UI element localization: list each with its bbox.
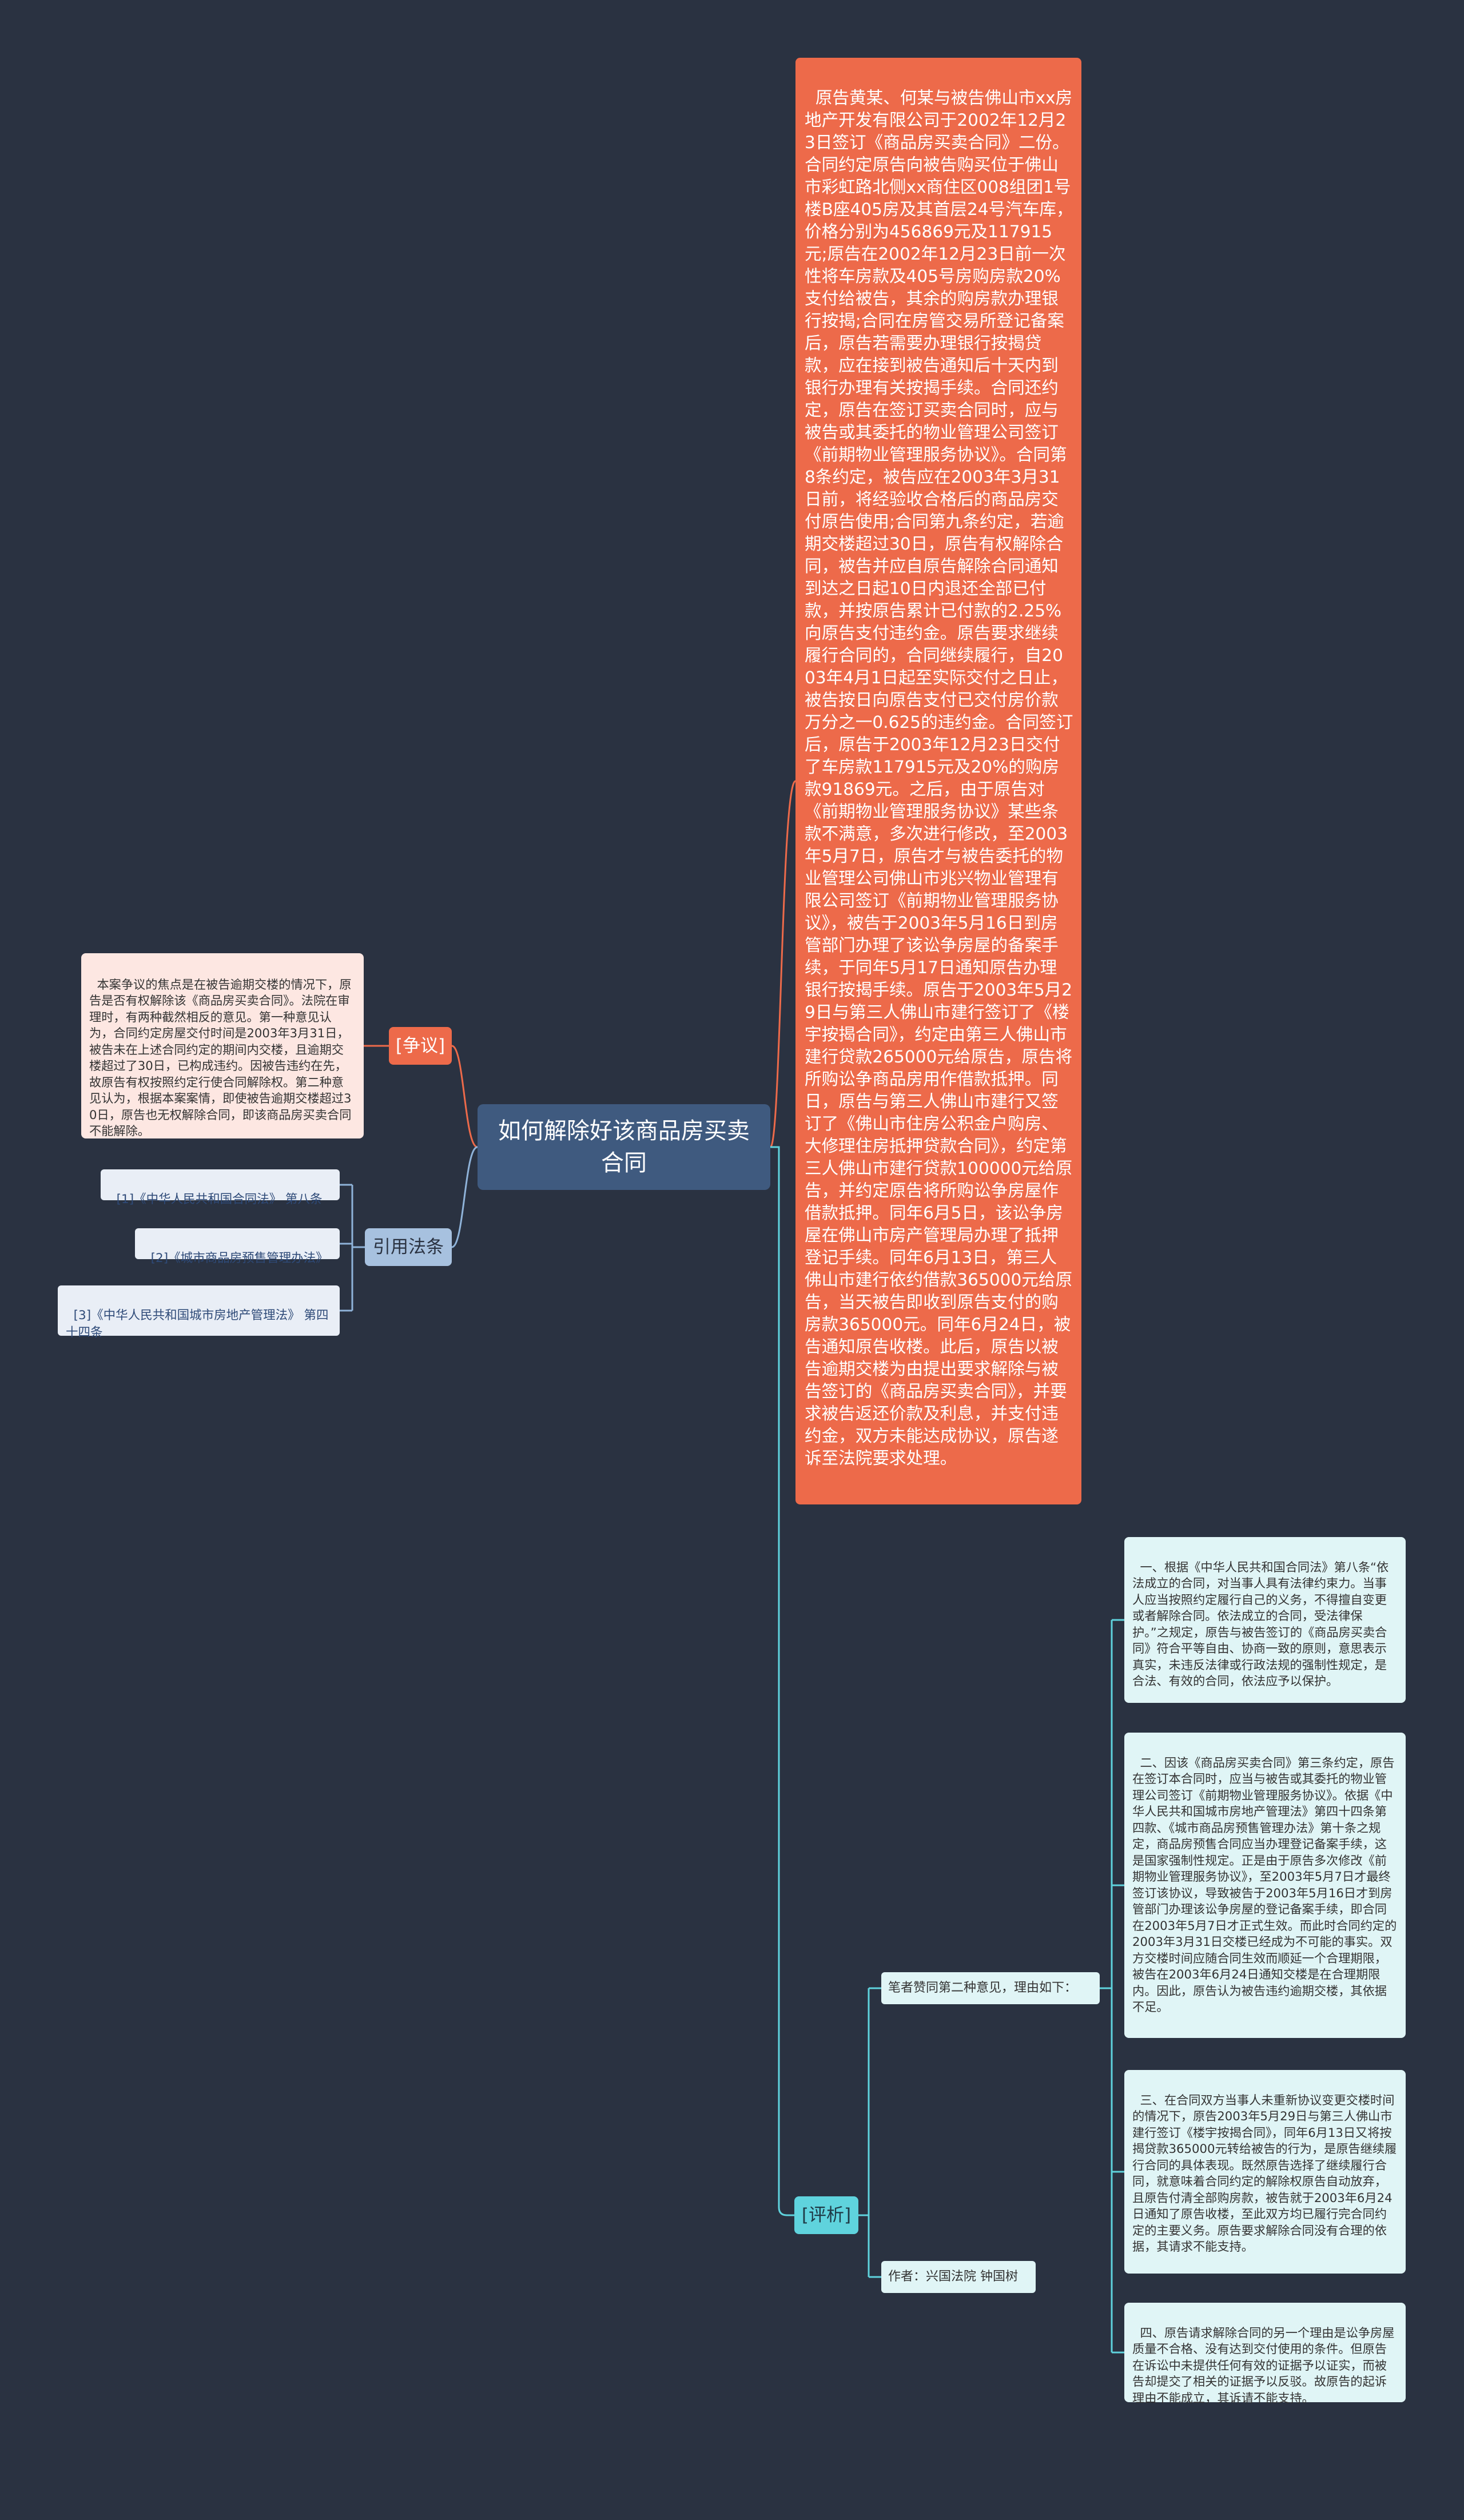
author-node[interactable]: 作者：兴国法院 钟国树 — [881, 2261, 1036, 2293]
author-text: 作者：兴国法院 钟国树 — [888, 2270, 1018, 2284]
analysis-branch-label[interactable]: [评析] — [794, 2196, 858, 2234]
analysis-label-text: [评析] — [801, 2205, 852, 2226]
reason-node-4[interactable]: 四、原告请求解除合同的另一个理由是讼争房屋质量不合格、没有达到交付使用的条件。但… — [1124, 2303, 1406, 2405]
reason-node-2[interactable]: 二、因该《商品房买卖合同》第三条约定，原告在签订本合同时，应当与被告或其委托的物… — [1124, 1733, 1406, 2038]
law-item-text: [3]《中华人民共和国城市房地产管理法》 第四十四条 — [66, 1308, 329, 1340]
connector-root-to-analysis — [770, 1146, 794, 2216]
analysis-intro-node[interactable]: 笔者赞同第二种意见，理由如下： — [881, 1972, 1100, 2004]
central-topic-node[interactable]: 如何解除好该商品房买卖合同 — [478, 1104, 770, 1190]
reason-node-3[interactable]: 三、在合同双方当事人未重新协议变更交楼时间的情况下，原告2003年5月29日与第… — [1124, 2070, 1406, 2274]
cited-laws-branch-label[interactable]: 引用法条 — [365, 1228, 452, 1266]
connector-intro-to-reasons — [1100, 1619, 1124, 2354]
connector-root-to-dispute — [451, 1045, 478, 1148]
reason-text: 三、在合同双方当事人未重新协议变更交楼时间的情况下，原告2003年5月29日与第… — [1132, 2092, 1397, 2254]
law-item[interactable]: [1]《中华人民共和国合同法》 第八条 — [101, 1169, 340, 1207]
law-item-text: [1]《中华人民共和国合同法》 第八条 — [116, 1192, 323, 1207]
connector-laws-to-items — [340, 1184, 365, 1312]
law-item-text: [2]《城市商品房预售管理办法》 — [150, 1251, 328, 1265]
connector-root-to-facts — [769, 780, 797, 1148]
case-facts-text: 原告黄某、何某与被告佛山市xx房地产开发有限公司于2002年12月23日签订《商… — [805, 88, 1073, 1468]
analysis-intro-text: 笔者赞同第二种意见，理由如下： — [888, 1981, 1077, 1995]
connector-root-to-laws — [451, 1146, 478, 1248]
central-topic-text: 如何解除好该商品房买卖合同 — [498, 1118, 750, 1176]
dispute-branch-label[interactable]: [争议] — [389, 1027, 452, 1065]
law-item[interactable]: [3]《中华人民共和国城市房地产管理法》 第四十四条 — [58, 1285, 340, 1340]
cited-laws-label-text: 引用法条 — [373, 1237, 444, 1257]
law-item[interactable]: [2]《城市商品房预售管理办法》 — [135, 1228, 340, 1265]
dispute-detail-node[interactable]: 本案争议的焦点是在被告逾期交楼的情况下，原告是否有权解除该《商品房买卖合同》。法… — [81, 953, 364, 1138]
reason-text: 一、根据《中华人民共和国合同法》第八条“依法成立的合同，对当事人具有法律约束力。… — [1132, 1559, 1389, 1689]
reason-text: 四、原告请求解除合同的另一个理由是讼争房屋质量不合格、没有达到交付使用的条件。但… — [1132, 2325, 1395, 2405]
dispute-detail-text: 本案争议的焦点是在被告逾期交楼的情况下，原告是否有权解除该《商品房买卖合同》。法… — [89, 977, 352, 1138]
reason-text: 二、因该《商品房买卖合同》第三条约定，原告在签订本合同时，应当与被告或其委托的物… — [1132, 1755, 1397, 2015]
reason-node-1[interactable]: 一、根据《中华人民共和国合同法》第八条“依法成立的合同，对当事人具有法律约束力。… — [1124, 1537, 1406, 1703]
connector-analysis-to-children — [858, 1987, 881, 2278]
dispute-label-text: [争议] — [395, 1036, 445, 1056]
case-facts-node[interactable]: 原告黄某、何某与被告佛山市xx房地产开发有限公司于2002年12月23日签订《商… — [795, 58, 1081, 1504]
